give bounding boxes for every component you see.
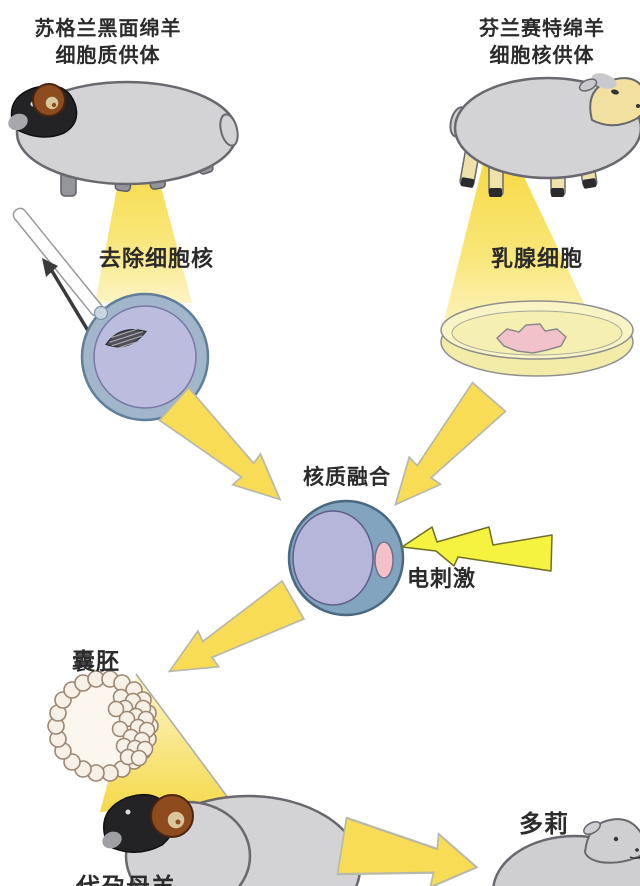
label-electric-stimulation: 电刺激 [407,566,477,591]
ram-horn [32,83,66,117]
label-right-donor-role: 细胞核供体 [489,45,595,67]
blastocyst-cell-ball [47,670,159,782]
surrogate-mother-sheep-illustration [102,794,362,886]
egg-cell-with-nucleus [80,292,210,422]
donor-cell [374,541,394,579]
finn-dorset-ewe-illustration [449,73,640,197]
sheep-eye [611,89,619,95]
sheep-muzzle [8,113,28,131]
sheep-tail [219,113,239,147]
label-surrogate-ewe: 代孕母羊 [76,867,176,886]
spotlight-beam-right [441,160,598,333]
inner-cell-mass [107,688,156,767]
sheep-muzzle [102,831,122,849]
micropipette [12,207,104,317]
sheep-hooves [460,177,597,197]
label-left-donor: 苏格兰黑面绵羊 细胞质供体 [18,16,198,70]
extraction-arrow [42,258,92,335]
polar-body [93,305,109,321]
label-right-donor: 芬兰赛特绵羊 细胞核供体 [460,16,624,70]
label-nucleoplasm-fusion: 核质融合 [303,466,391,489]
lamb-eye [613,836,619,842]
label-mammary-cells: 乳腺细胞 [491,246,584,271]
scottish-blackface-ram-illustration [8,80,239,197]
label-blastocyst: 囊胚 [72,648,120,674]
cell-nucleus [105,328,148,349]
sheep-ear [578,78,598,92]
label-right-donor-breed: 芬兰赛特绵羊 [479,18,605,40]
ram-horn [150,794,194,838]
lightning-bolt-icon [401,526,553,572]
sheep-cream-face [589,77,640,127]
spotlight-beam-left [95,157,192,303]
flow-arrow-fusion-to-blastocyst [157,580,305,692]
petri-dish-with-tissue [440,300,634,377]
label-left-donor-breed: 苏格兰黑面绵羊 [34,18,182,40]
sheep-poll [591,73,617,89]
sheep-eye [125,809,131,815]
mammary-tissue [496,323,567,354]
label-left-donor-role: 细胞质供体 [55,45,161,67]
lamb-mouth [629,856,640,859]
flow-arrow-dish-to-fusion [378,381,507,520]
sheep-nostril [636,104,640,108]
label-remove-nucleus: 去除细胞核 [99,246,215,271]
flow-arrow-egg-to-fusion [158,386,296,517]
label-dolly: 多莉 [519,811,569,838]
lamb-nostril [635,848,639,852]
lamb-ear [583,821,601,835]
lamb-head [584,818,640,864]
dolly-lamb-illustration [492,818,640,886]
fused-cell [287,499,405,617]
